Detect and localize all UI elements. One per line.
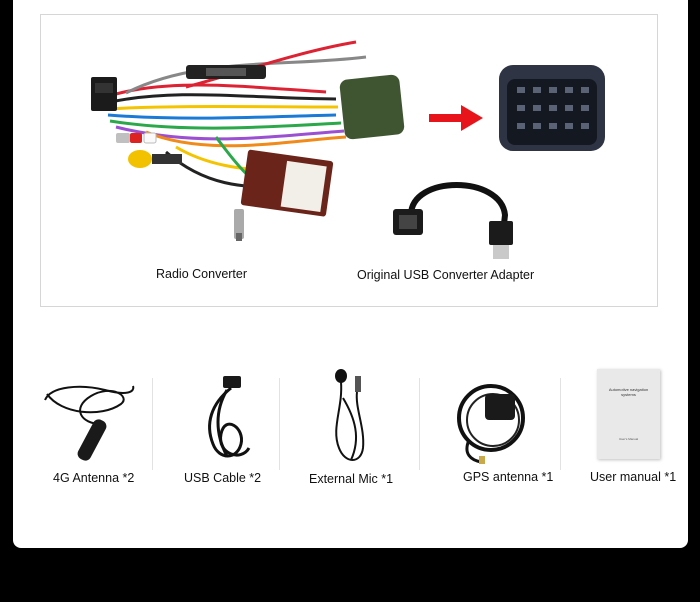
manual-icon: Automotive navigation systems User's Man… (597, 369, 660, 459)
product-card: Radio Converter Original USB Converter A… (13, 0, 688, 548)
usb-cable-icon (208, 376, 251, 458)
accessory-label: 4G Antenna *2 (53, 471, 135, 485)
accessory-label: USB Cable *2 (184, 471, 262, 485)
antenna-icon (44, 385, 135, 461)
converters-panel: Radio Converter Original USB Converter A… (40, 14, 658, 307)
accessory-label: External Mic *1 (309, 472, 394, 486)
accessory-label: GPS antenna *1 (463, 470, 554, 484)
usb-converter-adapter-image (393, 182, 513, 259)
divider (279, 378, 280, 470)
gps-antenna-icon (457, 384, 525, 464)
radio-converter-label: Radio Converter (156, 267, 248, 281)
manual-title: Automotive navigation systems (608, 387, 649, 397)
radio-converter-harness-image (91, 40, 405, 241)
divider (560, 378, 561, 470)
usb-adapter-label: Original USB Converter Adapter (357, 268, 535, 282)
divider (419, 378, 420, 470)
divider (152, 378, 153, 470)
accessory-label: User manual *1 (590, 470, 677, 484)
original-connector-image (499, 65, 605, 151)
microphone-icon (335, 369, 365, 461)
arrow-right-icon (429, 105, 483, 131)
manual-subtitle: User's Manual (618, 437, 639, 441)
